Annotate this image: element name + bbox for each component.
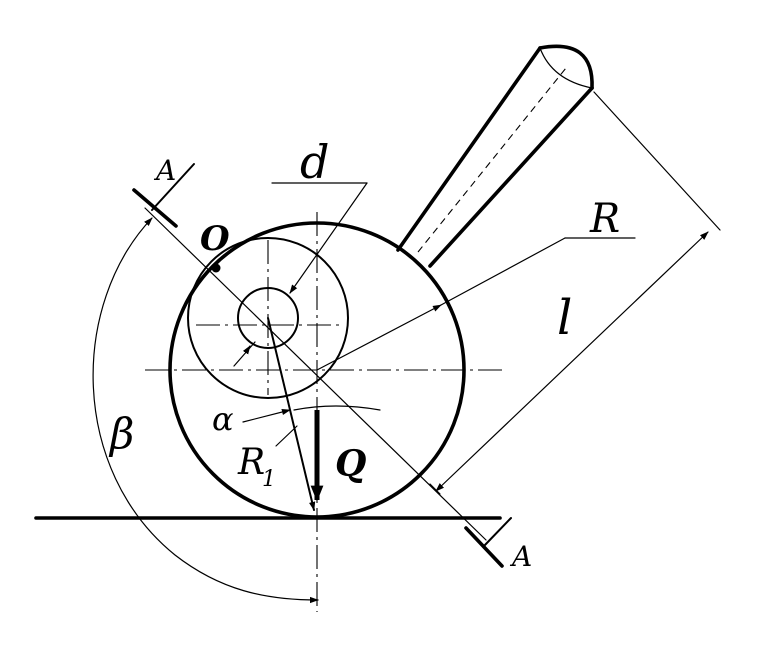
radius-label: R	[589, 196, 620, 242]
r1-vector	[267, 317, 316, 511]
handle	[396, 44, 594, 268]
section-label-bottom: A	[509, 540, 532, 573]
point-o-dot	[211, 263, 221, 273]
beta-label: β	[108, 409, 134, 458]
alpha-label: α	[212, 400, 234, 438]
section-tick-bottom	[483, 517, 512, 547]
radius-r-leader	[316, 237, 636, 371]
alpha-leader	[242, 408, 291, 423]
length-label: l	[557, 290, 572, 346]
r1-leader	[275, 425, 298, 447]
point-o-label: O	[200, 219, 230, 259]
section-tick-top	[151, 163, 195, 211]
r1-label: R	[237, 442, 265, 483]
diameter-leader	[233, 182, 368, 367]
alpha-angle-arc	[293, 405, 381, 411]
length-l-dimension	[429, 91, 721, 495]
r1-subscript: 1	[262, 467, 276, 492]
section-label-top: A	[153, 154, 176, 187]
force-label: Q	[335, 443, 366, 485]
diameter-label: d	[300, 135, 329, 189]
beta-angle-arc	[92, 217, 319, 604]
